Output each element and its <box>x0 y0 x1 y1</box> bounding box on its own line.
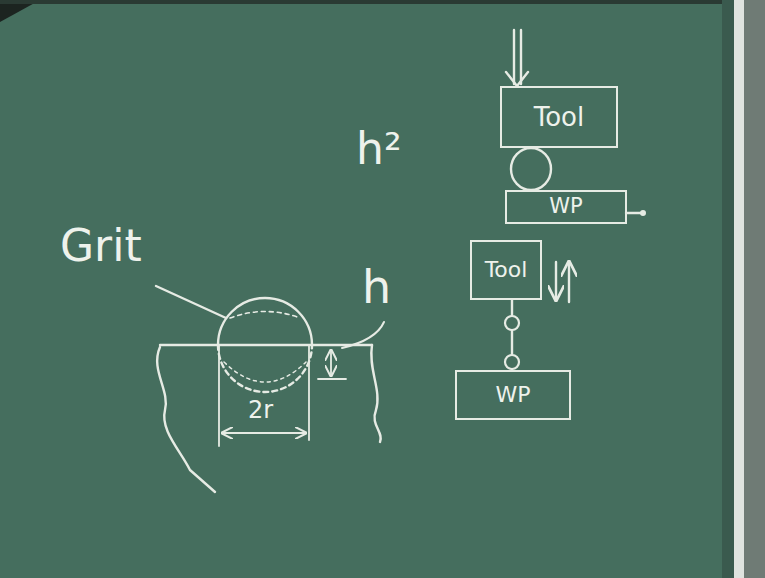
node-text: Tool <box>485 258 528 282</box>
workpiece-plate: WP <box>505 190 627 224</box>
workpiece-surface <box>160 344 372 346</box>
h-leader <box>342 322 384 348</box>
workpiece-edge <box>157 347 215 492</box>
chalk-dot <box>641 211 645 215</box>
grit-indentation <box>218 345 312 392</box>
workpiece-edge <box>371 345 380 442</box>
force-arrow <box>513 30 515 84</box>
tool-box: Tool <box>500 86 618 148</box>
tool-box: Tool <box>470 240 542 300</box>
grit-particle <box>505 355 519 369</box>
grit-circle <box>218 298 312 345</box>
top-edge <box>0 0 765 4</box>
board-frame-light <box>734 0 744 578</box>
dimension-line <box>330 350 332 376</box>
vibration-arrow <box>568 262 570 302</box>
grit-particle <box>505 316 519 330</box>
workpiece-box: WP <box>455 370 571 420</box>
extension-line <box>218 345 220 446</box>
plate-edge <box>626 212 641 214</box>
grit-label: Grit <box>60 222 142 270</box>
node-text: Tool <box>534 103 585 132</box>
dimension-line <box>222 432 306 434</box>
grit-ball <box>511 148 551 190</box>
force-arrow <box>520 30 522 84</box>
grit-dashed-outline <box>230 312 300 319</box>
formula-label: h² <box>356 125 402 173</box>
depth-label: h <box>362 262 391 313</box>
crater-outline <box>224 362 306 382</box>
dimension-label: 2r <box>248 397 273 423</box>
wall <box>744 0 765 578</box>
extension-line <box>308 345 310 440</box>
vibration-arrow <box>555 262 557 300</box>
force-arrowhead <box>506 72 528 86</box>
extension-line <box>318 378 346 380</box>
node-text: WP <box>495 383 530 407</box>
grit-leader <box>156 286 226 318</box>
node-text: WP <box>549 195 582 218</box>
board-frame <box>722 0 734 578</box>
